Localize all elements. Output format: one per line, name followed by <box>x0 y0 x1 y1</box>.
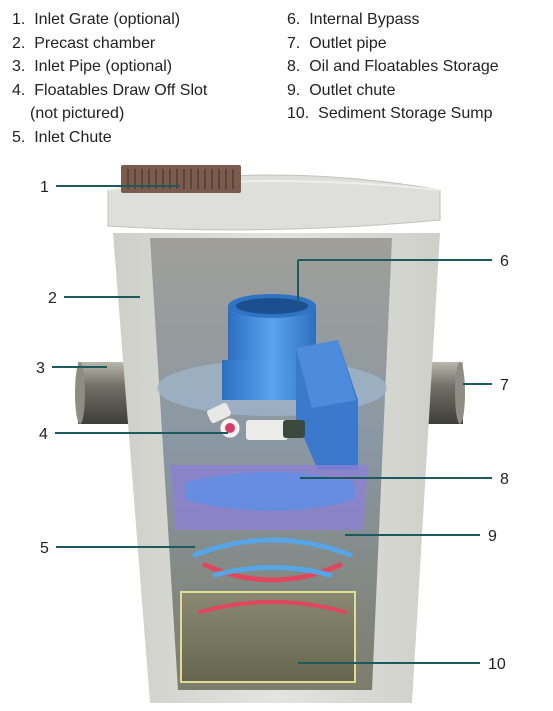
legend-left: 1. Inlet Grate (optional) 2. Precast cha… <box>12 8 277 149</box>
legend-item-3: 3. Inlet Pipe (optional) <box>12 58 173 75</box>
legend-item-7: 7. Outlet pipe <box>287 34 387 52</box>
callout-6: 6 <box>500 253 509 270</box>
legend-item-2: 2. Precast chamber <box>12 34 156 52</box>
legend-item-5: 5. Inlet Chute <box>12 128 112 146</box>
legend-item-8: 8. Oil and Floatables Storage <box>287 58 499 75</box>
floatables-draw-off-slot <box>207 402 305 440</box>
legend-item-4-subtext: (not pictured) <box>30 105 125 122</box>
legend-item-4: 4. Floatables Draw Off Slot (not picture… <box>12 79 277 126</box>
legend-right: 6. Internal Bypass 7. Outlet pipe 8. Oil… <box>287 8 549 126</box>
legend-item-10: 10. Sediment Storage Sump <box>287 105 493 122</box>
inlet-grate <box>121 165 241 193</box>
callout-5: 5 <box>40 540 49 557</box>
callout-1: 1 <box>40 179 49 196</box>
sediment-storage-sump <box>180 591 356 683</box>
callout-4: 4 <box>39 426 48 443</box>
legend-item-6: 6. Internal Bypass <box>287 11 420 28</box>
callout-8: 8 <box>500 471 509 488</box>
callout-2: 2 <box>48 290 57 307</box>
callout-7: 7 <box>500 377 509 394</box>
inlet-pipe-end <box>75 362 85 424</box>
outlet-pipe-end <box>455 362 465 424</box>
legend-item-9: 9. Outlet chute <box>287 81 396 99</box>
callout-9: 9 <box>488 528 497 545</box>
callout-3: 3 <box>36 360 45 377</box>
callout-10: 10 <box>488 656 506 673</box>
legend-item-1: 1. Inlet Grate (optional) <box>12 11 181 28</box>
